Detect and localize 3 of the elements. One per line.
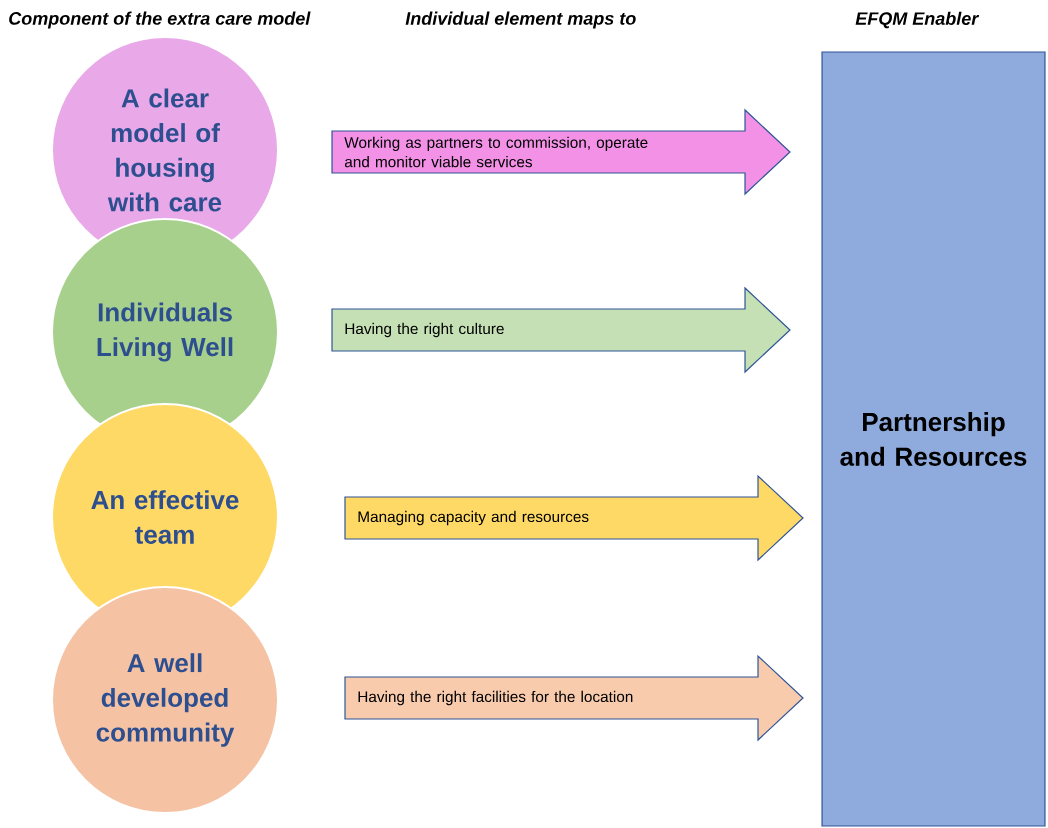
enabler-box: Partnership and Resources — [821, 51, 1046, 827]
column-heading: Individual element maps to — [405, 11, 636, 29]
column-heading: EFQM Enabler — [855, 11, 980, 29]
